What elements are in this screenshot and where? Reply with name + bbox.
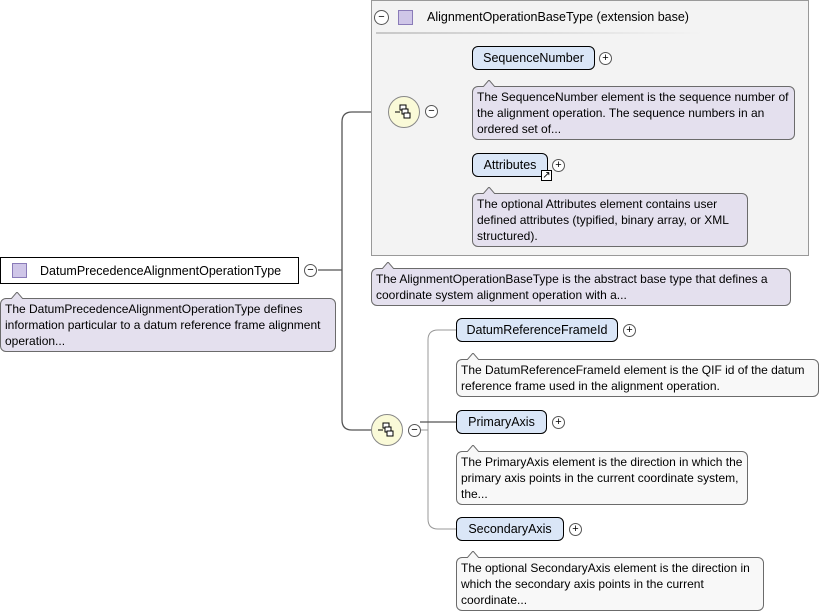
attributes-doc: The optional Attributes element contains… <box>472 187 748 247</box>
plus-circle-icon[interactable]: + <box>569 523 582 536</box>
element-secondary-axis[interactable]: SecondaryAxis <box>456 517 564 541</box>
extension-base-header: − AlignmentOperationBaseType (extension … <box>374 8 704 26</box>
sequence-number-doc: The SequenceNumber element is the sequen… <box>472 80 795 140</box>
element-primary-axis[interactable]: PrimaryAxis <box>456 410 547 434</box>
root-doc: The DatumPrecedenceAlignmentOperationTyp… <box>0 292 336 352</box>
minus-circle-icon[interactable]: − <box>374 9 389 25</box>
root-type[interactable]: DatumPrecedenceAlignmentOperationType <box>0 257 299 284</box>
extension-base-title: AlignmentOperationBaseType (extension ba… <box>427 10 689 24</box>
sequence-compositor-icon[interactable] <box>388 96 420 128</box>
reference-arrow-icon: ↗ <box>541 170 552 181</box>
complex-type-icon <box>12 263 27 278</box>
element-datum-reference-frame-id[interactable]: DatumReferenceFrameId <box>456 318 618 342</box>
minus-circle-icon[interactable]: − <box>304 264 317 277</box>
plus-circle-icon[interactable]: + <box>552 416 565 429</box>
primary-axis-doc: The PrimaryAxis element is the direction… <box>456 445 748 505</box>
header-divider <box>376 32 702 34</box>
minus-circle-icon[interactable]: − <box>408 424 421 437</box>
plus-circle-icon[interactable]: + <box>599 52 612 65</box>
complex-type-icon <box>398 9 413 25</box>
element-attributes[interactable]: Attributes <box>472 153 548 177</box>
element-sequence-number[interactable]: SequenceNumber <box>472 46 595 70</box>
sequence-compositor-icon[interactable] <box>371 414 403 446</box>
secondary-axis-doc: The optional SecondaryAxis element is th… <box>456 551 764 611</box>
minus-circle-icon[interactable]: − <box>425 105 438 118</box>
plus-circle-icon[interactable]: + <box>623 324 636 337</box>
plus-circle-icon[interactable]: + <box>552 159 565 172</box>
datum-reference-frame-id-doc: The DatumReferenceFrameId element is the… <box>456 353 819 397</box>
extension-base-doc: The AlignmentOperationBaseType is the ab… <box>371 262 791 306</box>
